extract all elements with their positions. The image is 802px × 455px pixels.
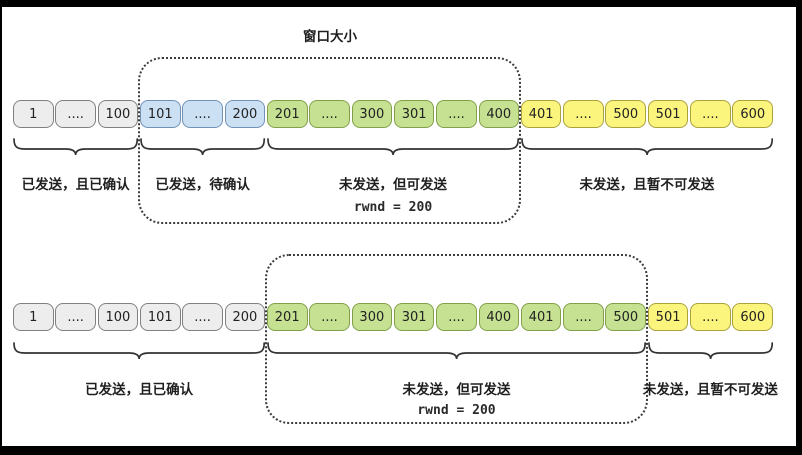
sequence-cell: 1 (13, 100, 54, 128)
sequence-cell: 300 (351, 303, 393, 331)
window-size-title: 窗口大小 (303, 29, 357, 45)
sequence-cell: .... (690, 303, 731, 331)
sequence-cell: 401 (520, 303, 562, 331)
sequence-cell: 301 (393, 303, 435, 331)
range-label: 未发送，且暂不可发送 (579, 177, 715, 193)
sequence-cell: 201 (266, 100, 308, 128)
sequence-cell: 100 (97, 100, 139, 128)
sequence-cell: .... (55, 303, 96, 331)
range-label: 未发送，且暂不可发送 (642, 382, 778, 398)
range-label: 未发送，但可发送 (402, 382, 511, 398)
sequence-cell: .... (563, 100, 604, 128)
sequence-cell: .... (182, 303, 223, 331)
sequence-cell: 500 (605, 100, 647, 128)
range-brace (267, 342, 646, 360)
sequence-cell: 200 (224, 100, 266, 128)
sequence-cell: .... (563, 303, 604, 331)
rwnd-label: rwnd = 200 (353, 200, 433, 215)
range-brace (647, 342, 773, 360)
sequence-cell: 101 (139, 303, 181, 331)
sequence-cell: 300 (351, 100, 393, 128)
sequence-cell: 100 (97, 303, 139, 331)
range-brace (13, 342, 266, 360)
sequence-cell: 1 (13, 303, 54, 331)
sequence-cell: 400 (478, 303, 520, 331)
window-rect (137, 57, 522, 224)
range-label: 已发送，且已确认 (21, 177, 130, 193)
range-brace (13, 138, 139, 156)
sequence-cell: .... (690, 100, 731, 128)
sequence-cell: 500 (605, 303, 647, 331)
sequence-cell: .... (436, 100, 477, 128)
sequence-cell: 600 (732, 303, 774, 331)
diagram-canvas (2, 7, 796, 446)
range-brace (520, 138, 773, 156)
sequence-cell: .... (309, 100, 350, 128)
sequence-cell: .... (309, 303, 350, 331)
sequence-cell: 200 (224, 303, 266, 331)
rwnd-label: rwnd = 200 (417, 403, 496, 418)
sequence-cell: 201 (266, 303, 308, 331)
sequence-cell: 400 (478, 100, 520, 128)
sequence-cell: 501 (647, 100, 689, 128)
range-label: 已发送，且已确认 (85, 382, 194, 398)
sequence-cell: .... (182, 100, 223, 128)
range-brace (140, 138, 266, 156)
range-brace (267, 138, 519, 156)
window-rect (264, 254, 649, 424)
range-label: 未发送，但可发送 (339, 177, 448, 193)
sequence-cell: 501 (647, 303, 689, 331)
sequence-cell: 301 (393, 100, 435, 128)
range-label: 已发送，待确认 (155, 177, 250, 193)
sequence-cell: .... (436, 303, 477, 331)
sequence-cell: 401 (520, 100, 562, 128)
sequence-cell: 101 (139, 100, 181, 128)
sequence-cell: 600 (732, 100, 774, 128)
sequence-cell: .... (55, 100, 96, 128)
